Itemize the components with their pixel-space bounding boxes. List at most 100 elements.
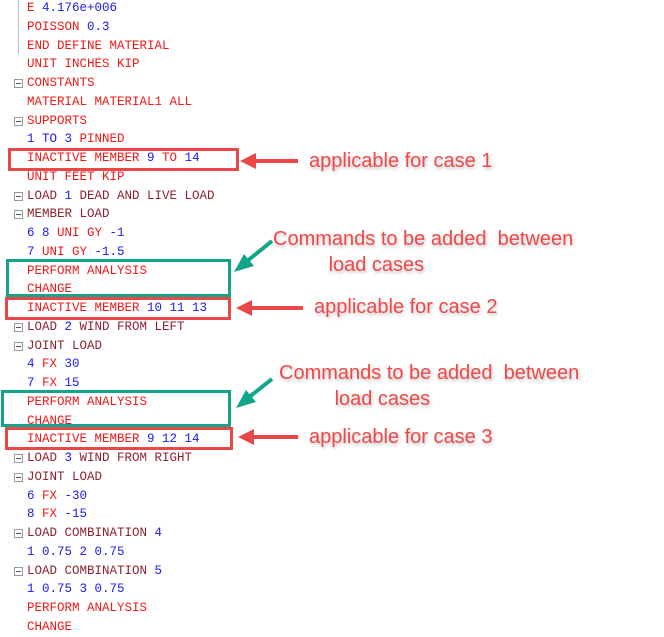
code-line[interactable]: MEMBER LOAD [27, 205, 110, 224]
note-case2: applicable for case 2 [314, 296, 498, 318]
code-line[interactable]: LOAD COMBINATION 5 [27, 562, 162, 581]
code-line[interactable]: 8 FX -15 [27, 505, 87, 524]
note-case1: applicable for case 1 [309, 150, 493, 172]
code-line[interactable]: PERFORM ANALYSIS [27, 262, 147, 281]
code-token: LOAD [27, 451, 65, 465]
code-token: CHANGE [27, 282, 73, 297]
code-token: LOAD COMBINATION [27, 563, 155, 578]
code-token: 6 8 [27, 226, 58, 240]
code-line[interactable]: CHANGE [27, 618, 72, 637]
code-token: 1 [64, 188, 80, 203]
collapse-toggle-icon[interactable] [14, 529, 23, 538]
collapse-toggle-icon[interactable] [14, 472, 23, 482]
code-token: CONSTANTS [27, 76, 95, 90]
code-token: DEAD AND LIVE LOAD [79, 188, 215, 203]
code-token: 6 [27, 488, 43, 503]
collapse-toggle-icon[interactable] [14, 341, 23, 351]
code-token: UNI GY [57, 226, 110, 240]
code-line[interactable]: PERFORM ANALYSIS [27, 599, 147, 618]
code-line[interactable]: INACTIVE MEMBER 9 12 14 [27, 430, 200, 449]
code-line[interactable]: INACTIVE MEMBER 10 11 13 [27, 299, 207, 318]
code-token: TO [162, 151, 185, 165]
code-token: 3 [64, 451, 80, 465]
code-token: -30 [64, 488, 88, 503]
collapse-toggle-icon[interactable] [14, 79, 23, 88]
code-token: 14 [184, 151, 200, 165]
code-token: LOAD COMBINATION [27, 526, 155, 540]
code-token: PERFORM ANALYSIS [27, 601, 148, 615]
collapse-toggle-icon[interactable] [14, 322, 23, 332]
code-line[interactable]: LOAD COMBINATION 4 [27, 524, 162, 543]
note-case3: applicable for case 3 [309, 426, 493, 448]
tree-guide [18, 0, 19, 54]
code-line[interactable]: 1 TO 3 PINNED [27, 130, 125, 149]
code-token: WIND FROM RIGHT [79, 451, 193, 465]
code-token: PERFORM ANALYSIS [27, 394, 148, 409]
code-token: 9 12 14 [147, 432, 200, 447]
highlight-box-between2 [1, 390, 231, 427]
collapse-toggle-icon[interactable] [14, 116, 23, 126]
code-line[interactable]: MATERIAL MATERIAL1 ALL [27, 93, 192, 112]
code-token: UNIT INCHES KIP [27, 57, 140, 72]
code-line[interactable]: POISSON 0.3 [27, 18, 110, 37]
code-line[interactable]: 4 FX 30 [27, 355, 80, 374]
code-line[interactable]: E 4.176e+006 [27, 0, 117, 18]
collapse-toggle-icon[interactable] [14, 566, 23, 576]
code-token: LOAD [27, 188, 65, 203]
code-token: 8 [27, 507, 43, 522]
code-token: WIND FROM LEFT [79, 319, 185, 334]
code-token: CHANGE [27, 619, 73, 634]
code-line[interactable]: END DEFINE MATERIAL [27, 37, 170, 56]
code-line[interactable]: 1 0.75 3 0.75 [27, 580, 125, 599]
code-line[interactable]: CONSTANTS [27, 74, 95, 93]
code-token: 15 [64, 376, 80, 390]
code-token: INACTIVE MEMBER [27, 432, 148, 447]
note-between1: Commands to be added between load cases [273, 228, 574, 276]
collapse-toggle-icon[interactable] [14, 454, 23, 463]
collapse-toggle-icon[interactable] [14, 191, 23, 201]
code-token: 1 0.75 3 0.75 [27, 582, 125, 597]
code-token: END DEFINE MATERIAL [27, 38, 170, 53]
code-token: 1 0.75 2 0.75 [27, 544, 125, 559]
code-line[interactable]: LOAD 2 WIND FROM LEFT [27, 318, 185, 337]
code-token: -1 [109, 226, 125, 240]
code-token: SUPPORTS [27, 113, 88, 128]
code-token: 0.3 [87, 19, 110, 34]
code-line[interactable]: 6 FX -30 [27, 487, 87, 506]
code-token: 10 11 13 [147, 301, 208, 315]
highlight-box-case3 [5, 427, 233, 450]
code-token: 4.176e+006 [42, 1, 118, 15]
code-line[interactable]: 6 8 UNI GY -1 [27, 224, 125, 243]
code-token: 7 [27, 376, 43, 390]
code-line[interactable]: CHANGE [27, 280, 72, 299]
code-line[interactable]: LOAD 3 WIND FROM RIGHT [27, 449, 192, 468]
code-line[interactable]: UNIT FEET KIP [27, 168, 125, 187]
code-token: INACTIVE MEMBER [27, 301, 148, 315]
code-token: LOAD [27, 319, 65, 334]
code-line[interactable]: PERFORM ANALYSIS [27, 393, 147, 412]
code-token: E [27, 1, 43, 15]
code-line[interactable]: 1 0.75 2 0.75 [27, 543, 125, 562]
code-line[interactable]: 7 FX 15 [27, 374, 80, 393]
code-token: 5 [154, 563, 163, 578]
code-line[interactable]: SUPPORTS [27, 112, 87, 131]
code-line[interactable]: LOAD 1 DEAD AND LIVE LOAD [27, 187, 215, 206]
code-line[interactable]: JOINT LOAD [27, 468, 102, 487]
code-line[interactable]: 7 UNI GY -1.5 [27, 243, 125, 262]
code-token: 4 [27, 357, 43, 372]
code-line[interactable]: JOINT LOAD [27, 337, 102, 356]
collapse-toggle-icon[interactable] [14, 210, 23, 220]
code-line[interactable]: UNIT INCHES KIP [27, 55, 140, 74]
code-token: MATERIAL MATERIAL1 ALL [27, 94, 193, 109]
code-token: 2 [64, 319, 80, 334]
code-token: MEMBER LOAD [27, 207, 110, 222]
highlight-box-case1 [8, 148, 239, 171]
code-token: FX [42, 376, 65, 390]
code-token: PINNED [79, 132, 125, 147]
code-token: PERFORM ANALYSIS [27, 263, 148, 278]
code-token: FX [42, 507, 65, 522]
arrow-icon [236, 153, 303, 445]
code-token: FX [42, 357, 65, 372]
code-line[interactable]: INACTIVE MEMBER 9 TO 14 [27, 149, 200, 168]
